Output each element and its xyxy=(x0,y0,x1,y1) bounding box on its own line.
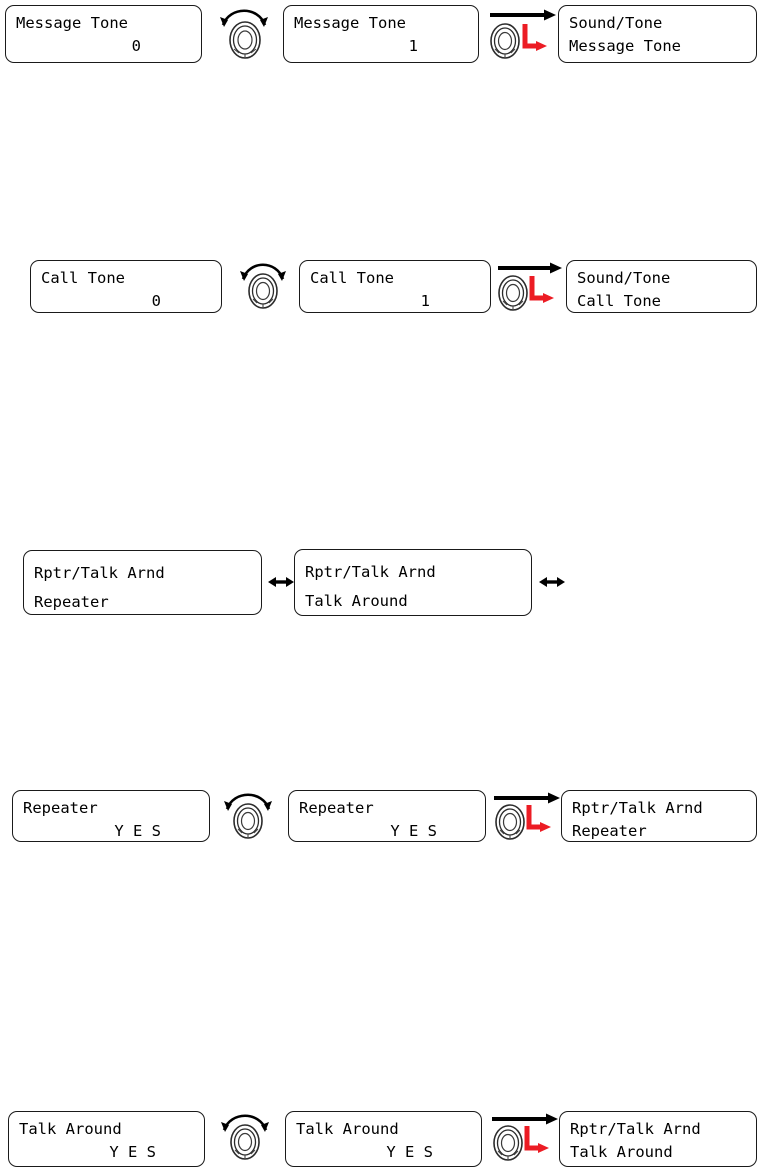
rotary-knob-icon[interactable] xyxy=(232,802,264,840)
press-enter-l-arrow-icon xyxy=(523,1124,551,1156)
lcd-line-1: Sound/Tone xyxy=(577,269,671,287)
rotate-clockwise-arrow-icon xyxy=(238,256,288,282)
lcd-line-2: Repeater xyxy=(34,593,109,611)
lcd-line-2: Message Tone xyxy=(569,37,681,55)
lcd-line-1: Message Tone xyxy=(294,14,406,32)
left-right-double-arrow-icon xyxy=(539,572,565,592)
lcd-screen-message-tone-value-0: Message Tone 0 xyxy=(5,5,202,63)
lcd-screen-call-tone-menu: Sound/Tone Call Tone xyxy=(566,260,757,313)
lcd-line-2: 1 xyxy=(420,292,430,310)
rotary-knob-icon[interactable] xyxy=(247,272,279,310)
lcd-screen-repeater-menu: Rptr/Talk Arnd Repeater xyxy=(561,790,757,842)
lcd-line-2: Repeater xyxy=(572,822,647,840)
lcd-line-2: 0 xyxy=(151,292,161,310)
rotary-knob-icon[interactable] xyxy=(489,22,521,60)
lcd-line-1: Rptr/Talk Arnd xyxy=(305,563,436,581)
lcd-line-1: Sound/Tone xyxy=(569,14,663,32)
right-arrow-icon xyxy=(494,791,560,805)
lcd-line-1: Rptr/Talk Arnd xyxy=(572,799,703,817)
rotate-clockwise-arrow-icon xyxy=(218,2,270,28)
rotary-knob-icon[interactable] xyxy=(228,20,262,60)
lcd-line-2: 0 xyxy=(131,37,141,55)
lcd-line-1: Rptr/Talk Arnd xyxy=(570,1120,701,1138)
rotate-clockwise-arrow-icon xyxy=(222,786,274,812)
lcd-screen-rptr-talk-arnd-repeater: Rptr/Talk Arnd Repeater xyxy=(23,550,262,615)
lcd-line-2: Y E S xyxy=(390,822,437,840)
lcd-line-1: Rptr/Talk Arnd xyxy=(34,564,165,582)
lcd-line-1: Call Tone xyxy=(41,269,125,287)
left-right-double-arrow-icon xyxy=(268,572,294,592)
rotate-clockwise-arrow-icon xyxy=(219,1107,271,1133)
right-arrow-icon xyxy=(492,1112,558,1126)
right-arrow-icon xyxy=(490,8,556,22)
lcd-screen-talk-around-yes-after: Talk Around Y E S xyxy=(285,1111,482,1167)
press-enter-l-arrow-icon xyxy=(521,22,549,54)
rotary-knob-icon[interactable] xyxy=(494,803,526,841)
rotary-knob-icon[interactable] xyxy=(229,1123,261,1161)
lcd-line-2: Y E S xyxy=(114,822,161,840)
lcd-line-1: Talk Around xyxy=(19,1120,122,1138)
lcd-line-2: Y E S xyxy=(109,1143,156,1161)
lcd-screen-talk-around-menu: Rptr/Talk Arnd Talk Around xyxy=(559,1111,757,1167)
lcd-screen-message-tone-value-1: Message Tone 1 xyxy=(283,5,479,63)
lcd-line-1: Call Tone xyxy=(310,269,394,287)
lcd-line-1: Talk Around xyxy=(296,1120,399,1138)
lcd-line-1: Message Tone xyxy=(16,14,128,32)
press-enter-l-arrow-icon xyxy=(528,274,556,306)
lcd-screen-call-tone-value-0: Call Tone 0 xyxy=(30,260,222,313)
lcd-line-1: Repeater xyxy=(23,799,98,817)
lcd-line-1: Repeater xyxy=(299,799,374,817)
lcd-screen-call-tone-value-1: Call Tone 1 xyxy=(299,260,491,313)
lcd-line-2: 1 xyxy=(408,37,418,55)
press-enter-l-arrow-icon xyxy=(525,803,553,835)
right-arrow-icon xyxy=(498,261,562,275)
lcd-screen-message-tone-menu: Sound/Tone Message Tone xyxy=(558,5,757,63)
lcd-screen-rptr-talk-arnd-talk-around: Rptr/Talk Arnd Talk Around xyxy=(294,549,532,616)
rotary-knob-icon[interactable] xyxy=(497,274,529,312)
lcd-screen-repeater-yes-before: Repeater Y E S xyxy=(12,790,210,842)
lcd-line-2: Talk Around xyxy=(305,592,408,610)
lcd-line-2: Y E S xyxy=(386,1143,433,1161)
lcd-line-2: Talk Around xyxy=(570,1143,673,1161)
lcd-screen-repeater-yes-after: Repeater Y E S xyxy=(288,790,486,842)
lcd-line-2: Call Tone xyxy=(577,292,661,310)
rotary-knob-icon[interactable] xyxy=(492,1124,524,1162)
lcd-screen-talk-around-yes-before: Talk Around Y E S xyxy=(8,1111,205,1167)
